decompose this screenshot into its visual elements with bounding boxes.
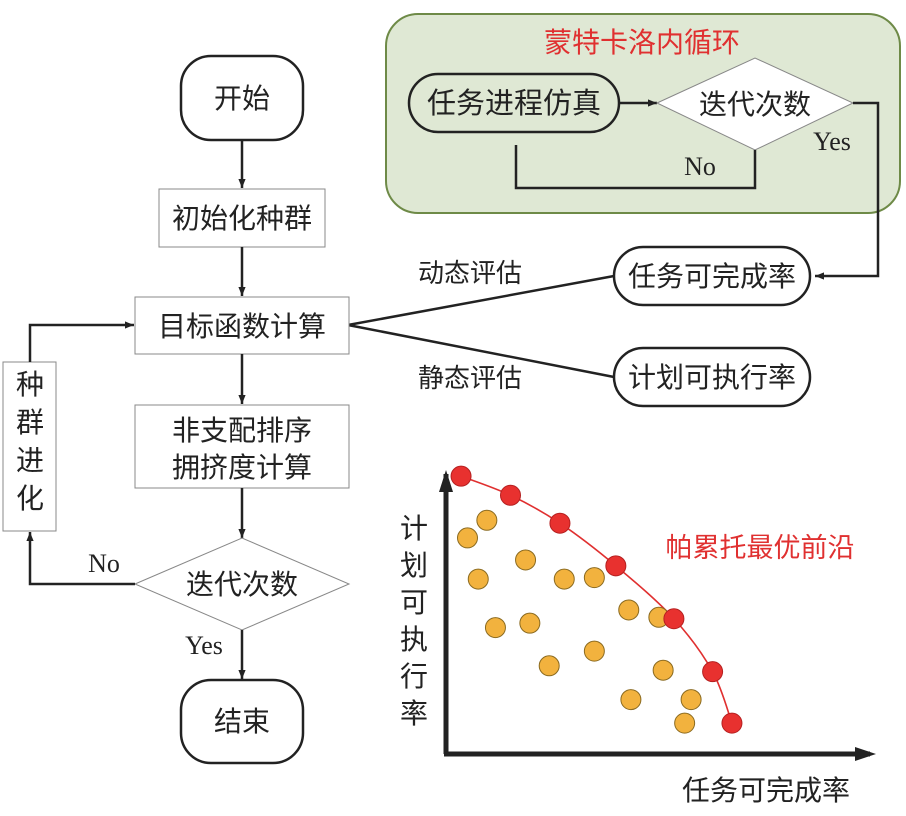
chart-y-axis-label-char: 可 [400, 586, 428, 619]
dominated-point [553, 568, 575, 590]
task-simulation-label: 任务进程仿真 [427, 86, 601, 120]
pareto-point [721, 712, 743, 734]
dominated-point [515, 549, 537, 571]
evolution-char-2: 群 [16, 406, 44, 439]
nds-label-line1: 非支配排序 [172, 414, 312, 447]
pareto-chart: 计划可执行率 任务可完成率 帕累托最优前沿 [400, 465, 876, 807]
end-label: 结束 [214, 705, 270, 738]
chart-y-axis-label-char: 划 [400, 549, 428, 582]
dominated-point [457, 527, 478, 549]
pareto-point [450, 465, 472, 487]
dominated-points [457, 509, 702, 734]
pareto-point [549, 512, 571, 534]
dominated-point [484, 617, 506, 639]
dominated-point [680, 689, 702, 711]
init-population-node[interactable] [158, 188, 326, 248]
evolution-char-4: 化 [16, 482, 44, 515]
dominated-point [583, 640, 605, 662]
monte-carlo-panel-bg [385, 13, 901, 214]
pareto-points [450, 465, 743, 734]
evolution-char-1: 种 [16, 368, 44, 401]
chart-x-axis-label: 任务可完成率 [682, 774, 850, 807]
main-no-to-evolution-arrow [26, 532, 135, 586]
objective-calc-label: 目标函数计算 [158, 310, 326, 343]
chart-y-axis-label-char: 率 [400, 697, 428, 730]
nds-label-line2: 拥挤度计算 [172, 451, 312, 484]
start-label: 开始 [214, 82, 270, 115]
dominated-point [652, 659, 674, 681]
dominated-point [620, 689, 642, 711]
static-eval-connector [347, 323, 615, 379]
chart-x-axis-arrowhead [855, 747, 876, 761]
pareto-point [663, 608, 685, 630]
evolution-to-objective-arrow [28, 321, 134, 362]
mc-yes-label: Yes [813, 127, 851, 156]
init-population-label: 初始化种群 [172, 202, 312, 235]
dominated-point [583, 567, 605, 589]
dominated-point [467, 568, 489, 590]
end-node[interactable] [179, 678, 305, 765]
dominated-point [674, 712, 696, 734]
dominated-point [538, 655, 560, 677]
monte-carlo-title: 蒙特卡洛内循环 [544, 26, 740, 59]
main-iteration-decision[interactable] [133, 537, 351, 631]
pareto-front-curve [460, 475, 733, 724]
dominated-point [618, 599, 640, 621]
task-completion-rate-label: 任务可完成率 [628, 260, 796, 293]
dominated-point [519, 612, 541, 634]
mc-yes-to-completion-arrow [815, 101, 880, 280]
monte-carlo-panel: 蒙特卡洛内循环 任务进程仿真 迭代次数 No Yes [385, 13, 901, 214]
mc-no-loop-connector [514, 145, 757, 190]
objective-calc-node[interactable] [134, 296, 350, 355]
pareto-point [500, 484, 521, 506]
evolution-char-3: 进 [16, 444, 44, 477]
mc-iteration-label: 迭代次数 [699, 88, 811, 121]
dynamic-eval-connector [347, 274, 615, 327]
static-eval-label: 静态评估 [418, 364, 522, 394]
chart-y-axis-label: 计划可执行率 [400, 512, 428, 730]
chart-y-axis-label-char: 执 [400, 623, 428, 656]
dominated-point [476, 509, 498, 531]
mc-no-label: No [684, 152, 716, 181]
main-yes-label: Yes [185, 631, 223, 660]
chart-y-axis-label-char: 行 [400, 660, 428, 693]
main-no-label: No [88, 549, 120, 578]
main-iteration-label: 迭代次数 [186, 568, 298, 601]
pareto-point [702, 661, 724, 683]
chart-y-axis-label-char: 计 [400, 512, 428, 545]
pareto-point [605, 555, 627, 577]
chart-y-axis-arrowhead [439, 470, 453, 492]
dynamic-eval-label: 动态评估 [418, 259, 522, 289]
plan-executability-rate-label: 计划可执行率 [628, 361, 796, 394]
pareto-front-annotation: 帕累托最优前沿 [666, 533, 855, 564]
